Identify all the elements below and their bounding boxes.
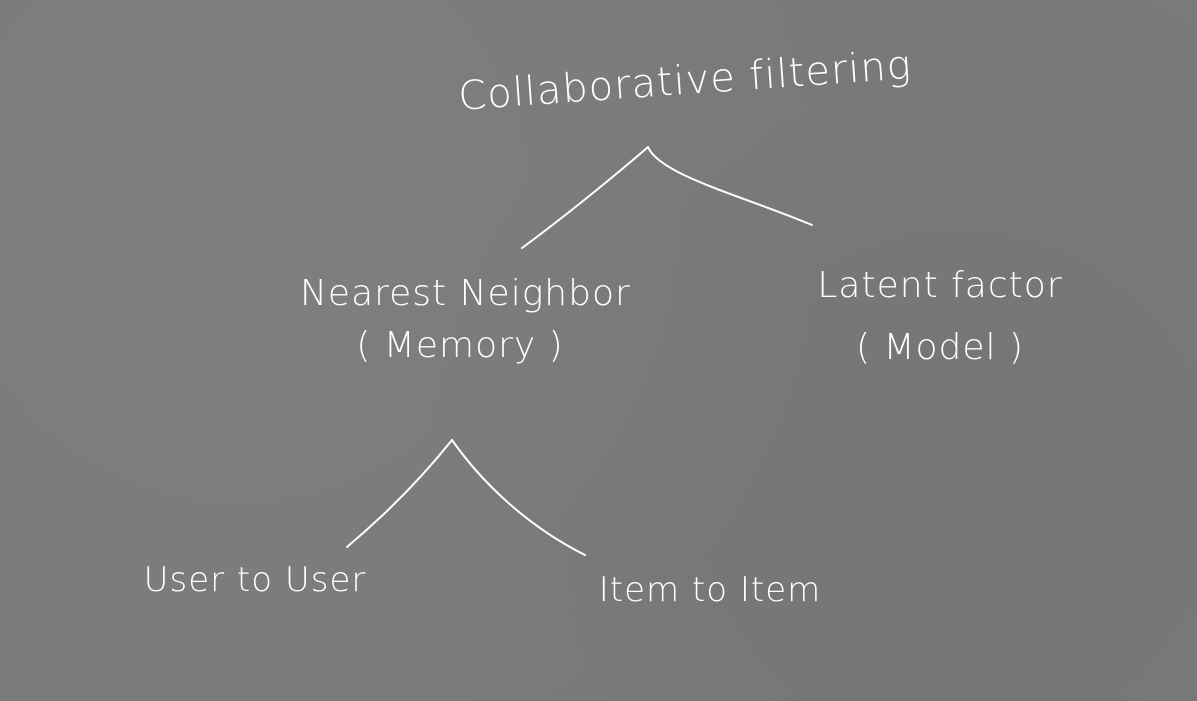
edge-nearest-neighbor-to-user-to-user — [346, 439, 453, 548]
memory-label: ( Memory ) — [356, 325, 564, 366]
item-to-item-node: Item to Item — [560, 570, 860, 610]
edge-root-to-nearest-neighbor — [521, 146, 649, 249]
item-to-item-label: Item to Item — [598, 570, 822, 610]
nearest-neighbor-node: Nearest Neighbor ( Memory ) — [300, 268, 631, 372]
latent-factor-label: Latent factor — [817, 265, 1063, 306]
model-label: ( Model ) — [855, 327, 1025, 368]
nearest-neighbor-label: Nearest Neighbor — [300, 273, 631, 314]
user-to-user-node: User to User — [120, 560, 390, 600]
edge-nearest-neighbor-to-item-to-item — [451, 439, 586, 556]
latent-factor-node: Latent factor ( Model ) — [790, 255, 1090, 379]
edge-root-to-latent-factor — [647, 146, 813, 226]
user-to-user-label: User to User — [143, 560, 367, 600]
